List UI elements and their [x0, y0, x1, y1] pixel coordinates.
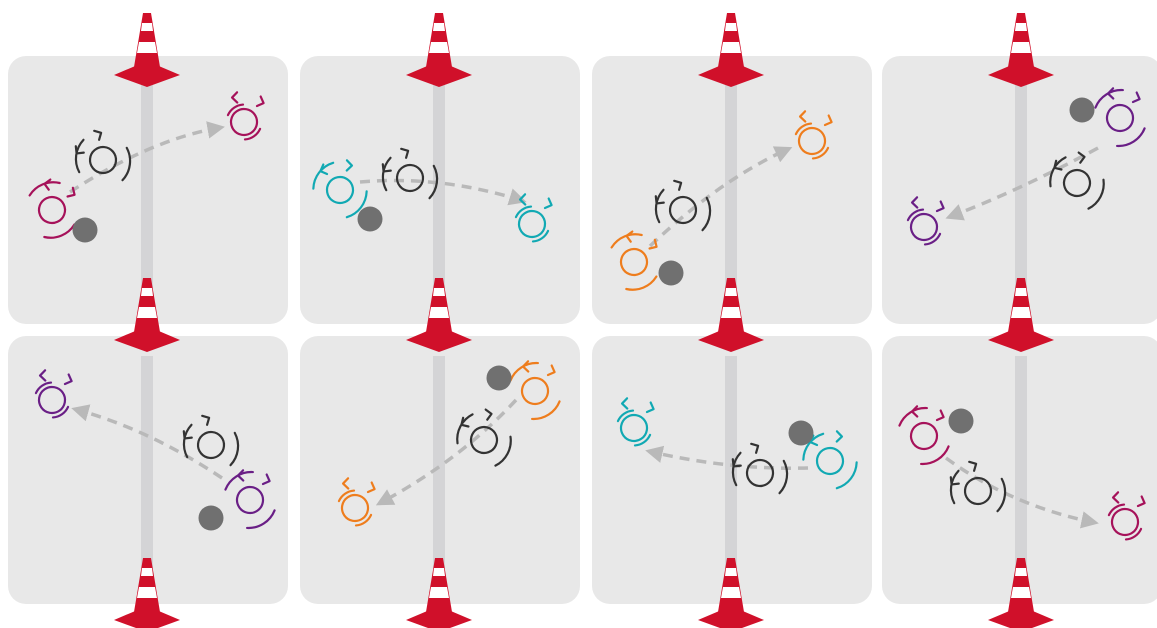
traffic-cone-icon [988, 13, 1054, 87]
ball-icon [199, 506, 224, 531]
ball-icon [358, 207, 383, 232]
panels-layer [8, 56, 1157, 604]
ball-icon [949, 409, 974, 434]
ball-icon [1070, 98, 1095, 123]
ball-icon [789, 421, 814, 446]
ball-icon [73, 218, 98, 243]
ball-icon [487, 366, 512, 391]
traffic-cone-icon [114, 13, 180, 87]
ball-icon [659, 261, 684, 286]
traffic-cone-icon [406, 13, 472, 87]
traffic-cone-icon [698, 13, 764, 87]
